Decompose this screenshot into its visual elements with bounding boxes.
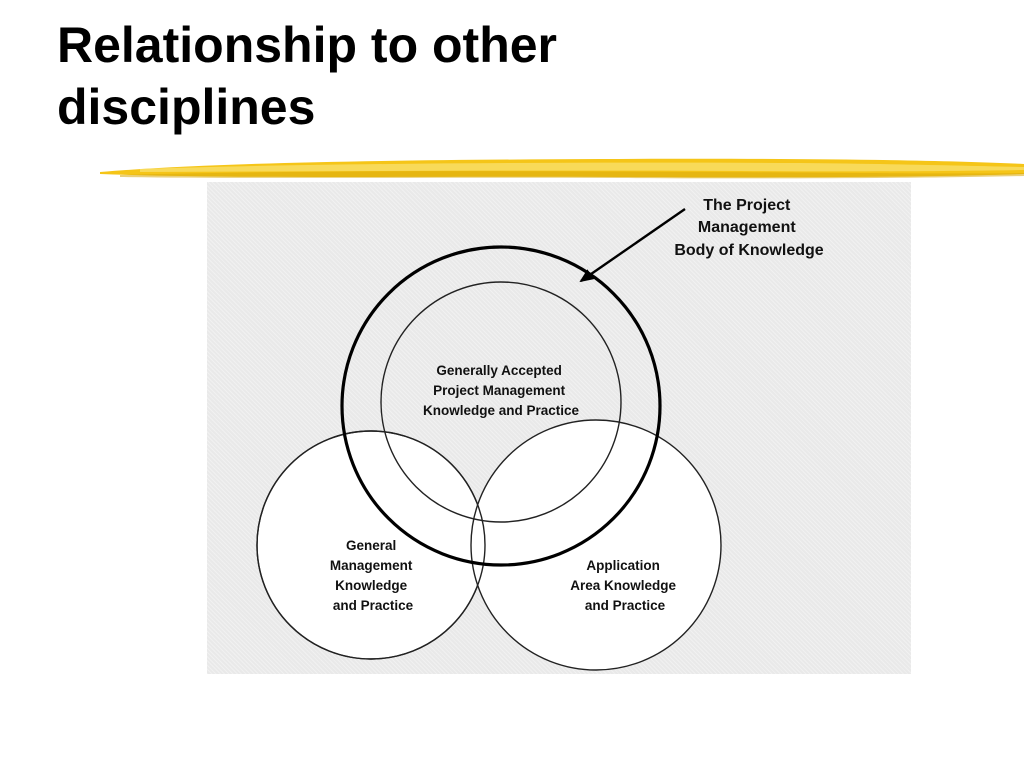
venn-diagram: The Project Management Body of Knowledge… bbox=[256, 197, 824, 671]
application-area-label: Application Area Knowledge and Practice bbox=[570, 558, 680, 613]
title-underline-brushstroke bbox=[100, 158, 1024, 179]
application-area-label-line: and Practice bbox=[585, 598, 666, 613]
general-management-label-line: General bbox=[346, 538, 396, 553]
circle-pmbok-outer bbox=[340, 245, 662, 567]
title-line-2: disciplines bbox=[57, 79, 316, 135]
pmbok-label-line: Body of Knowledge bbox=[674, 242, 823, 259]
general-management-label: General Management Knowledge and Practic… bbox=[330, 538, 416, 613]
generally-accepted-label-line: Project Management bbox=[433, 383, 566, 398]
generally-accepted-label: Generally Accepted Project Management Kn… bbox=[423, 363, 580, 418]
pmbok-label-line: The Project bbox=[703, 197, 791, 214]
general-management-label-line: and Practice bbox=[333, 598, 414, 613]
application-area-label-line: Area Knowledge bbox=[570, 578, 676, 593]
general-management-label-line: Knowledge bbox=[335, 578, 407, 593]
circle-application-area bbox=[470, 419, 722, 671]
diagram-panel: The Project Management Body of Knowledge… bbox=[207, 182, 911, 674]
general-management-label-line: Management bbox=[330, 558, 413, 573]
circle-general-management-outline bbox=[256, 430, 486, 660]
pmbok-label-line: Management bbox=[698, 219, 796, 236]
generally-accepted-label-line: Knowledge and Practice bbox=[423, 403, 580, 418]
application-area-label-line: Application bbox=[586, 558, 660, 573]
slide-title: Relationship to other disciplines bbox=[57, 14, 957, 138]
generally-accepted-label-line: Generally Accepted bbox=[436, 363, 562, 378]
circle-generally-accepted-inner bbox=[380, 281, 622, 523]
pmbok-label: The Project Management Body of Knowledge bbox=[674, 197, 823, 259]
title-line-1: Relationship to other bbox=[57, 17, 557, 73]
pmbok-arrow bbox=[579, 208, 686, 283]
